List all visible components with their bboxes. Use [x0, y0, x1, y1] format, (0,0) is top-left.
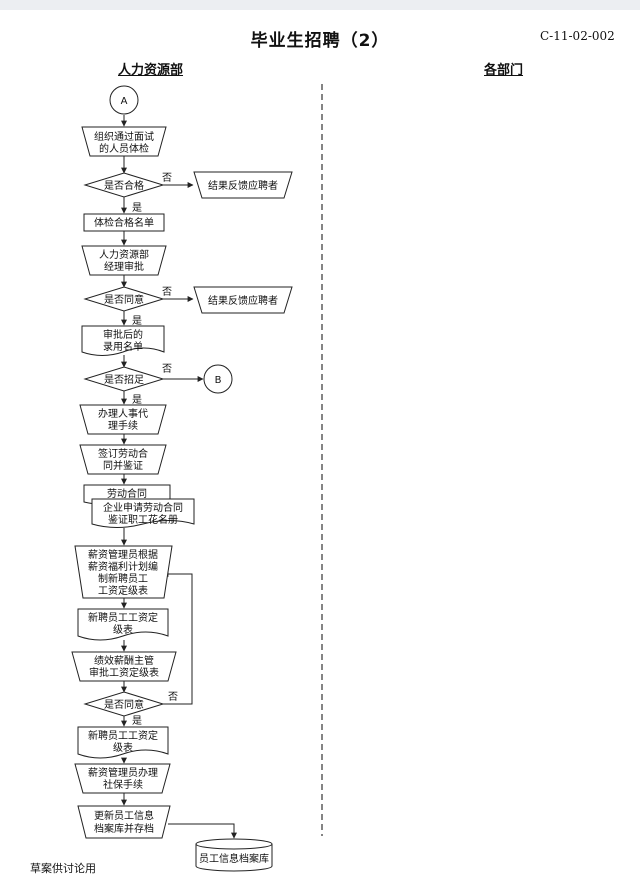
node-manager-approval: 人力资源部 经理审批 — [81, 245, 167, 276]
node-performance-approval: 绩效薪酬主管 审批工资定级表 — [71, 651, 177, 682]
svg-text:薪资福利计划编: 薪资福利计划编 — [88, 560, 158, 573]
svg-text:绩效薪酬主管: 绩效薪酬主管 — [94, 654, 154, 667]
node-sign-contract: 签订劳动合 同并鉴证 — [79, 444, 167, 475]
svg-text:鉴证职工花名册: 鉴证职工花名册 — [108, 513, 178, 526]
svg-text:档案库并存档: 档案库并存档 — [94, 822, 154, 835]
label-yes-2: 是 — [132, 315, 142, 327]
svg-text:组织通过面试: 组织通过面试 — [94, 130, 154, 143]
svg-text:同并鉴证: 同并鉴证 — [103, 459, 143, 472]
node-qualified-decision: 是否合格 — [83, 172, 165, 198]
label-yes-3: 是 — [132, 394, 142, 406]
label-no-2: 否 — [162, 286, 172, 298]
svg-text:制新聘员工: 制新聘员工 — [98, 572, 148, 585]
node-personnel-procedure: 办理人事代 理手续 — [79, 404, 167, 435]
svg-text:劳动合同: 劳动合同 — [107, 487, 147, 500]
svg-text:结果反馈应聘者: 结果反馈应聘者 — [208, 179, 278, 192]
svg-text:是否同意: 是否同意 — [104, 293, 144, 306]
node-salary-grade-draft: 薪资管理员根据 薪资福利计划编 制新聘员工 工资定级表 — [74, 545, 173, 599]
svg-text:审批后的: 审批后的 — [103, 328, 143, 341]
node-connector-a: A — [109, 85, 139, 115]
node-connector-b: B — [203, 364, 233, 394]
svg-text:薪资管理员根据: 薪资管理员根据 — [88, 548, 158, 561]
label-yes-4: 是 — [132, 715, 142, 727]
svg-text:签订劳动合: 签订劳动合 — [98, 447, 148, 460]
svg-text:B: B — [215, 375, 222, 386]
node-grade-table-2: 新聘员工工资定 级表 — [77, 726, 169, 759]
svg-text:级表: 级表 — [113, 741, 133, 754]
svg-text:员工信息档案库: 员工信息档案库 — [199, 852, 269, 865]
flow-labels: 否 是 否 是 否 是 否 是 — [132, 172, 178, 727]
svg-text:级表: 级表 — [113, 623, 133, 636]
svg-text:是否招足: 是否招足 — [104, 373, 144, 386]
node-social-insurance: 薪资管理员办理 社保手续 — [74, 763, 171, 794]
lane-title-departments: 各部门 — [484, 63, 524, 78]
svg-text:A: A — [121, 96, 128, 107]
svg-text:人力资源部: 人力资源部 — [99, 248, 149, 261]
top-bar — [0, 0, 640, 10]
svg-text:更新员工信息: 更新员工信息 — [94, 809, 154, 822]
label-no-3: 否 — [162, 363, 172, 375]
node-apply-roster: 企业申请劳动合同 鉴证职工花名册 — [91, 498, 195, 528]
svg-text:审批工资定级表: 审批工资定级表 — [89, 666, 159, 679]
page-title: 毕业生招聘（2） — [250, 31, 390, 51]
node-feedback-2: 结果反馈应聘者 — [193, 286, 293, 314]
svg-text:的人员体检: 的人员体检 — [99, 142, 149, 155]
svg-text:结果反馈应聘者: 结果反馈应聘者 — [208, 294, 278, 307]
svg-text:工资定级表: 工资定级表 — [98, 584, 148, 597]
flow-lines — [121, 115, 237, 839]
svg-text:办理人事代: 办理人事代 — [98, 407, 148, 420]
svg-text:理手续: 理手续 — [108, 419, 138, 432]
svg-text:是否同意: 是否同意 — [104, 698, 144, 711]
document-code: C-11-02-002 — [540, 29, 615, 43]
node-grade-table-1: 新聘员工工资定 级表 — [77, 608, 169, 641]
label-no-1: 否 — [162, 172, 172, 184]
svg-text:社保手续: 社保手续 — [103, 778, 143, 791]
svg-text:新聘员工工资定: 新聘员工工资定 — [88, 611, 158, 624]
footer-note: 草案供讨论用 — [30, 862, 96, 875]
node-enough-decision: 是否招足 — [83, 366, 165, 392]
node-final-decision: 是否同意 — [83, 691, 165, 717]
svg-text:录用名单: 录用名单 — [103, 340, 143, 353]
node-passed-list: 体检合格名单 — [83, 213, 165, 232]
node-feedback-1: 结果反馈应聘者 — [193, 171, 293, 199]
node-medical-exam: 组织通过面试 的人员体检 — [81, 126, 167, 157]
node-update-archive: 更新员工信息 档案库并存档 — [77, 805, 171, 839]
label-no-4: 否 — [168, 691, 178, 703]
label-yes-1: 是 — [132, 202, 142, 214]
svg-text:体检合格名单: 体检合格名单 — [94, 216, 154, 229]
lane-title-hr: 人力资源部 — [118, 63, 184, 78]
node-archive-db: 员工信息档案库 — [195, 838, 273, 872]
svg-text:薪资管理员办理: 薪资管理员办理 — [88, 766, 158, 779]
node-approve-decision: 是否同意 — [83, 286, 165, 312]
svg-text:是否合格: 是否合格 — [104, 179, 144, 192]
svg-text:新聘员工工资定: 新聘员工工资定 — [88, 729, 158, 742]
node-hire-list: 审批后的 录用名单 — [81, 325, 165, 356]
svg-text:经理审批: 经理审批 — [104, 260, 144, 273]
svg-text:企业申请劳动合同: 企业申请劳动合同 — [103, 501, 183, 514]
